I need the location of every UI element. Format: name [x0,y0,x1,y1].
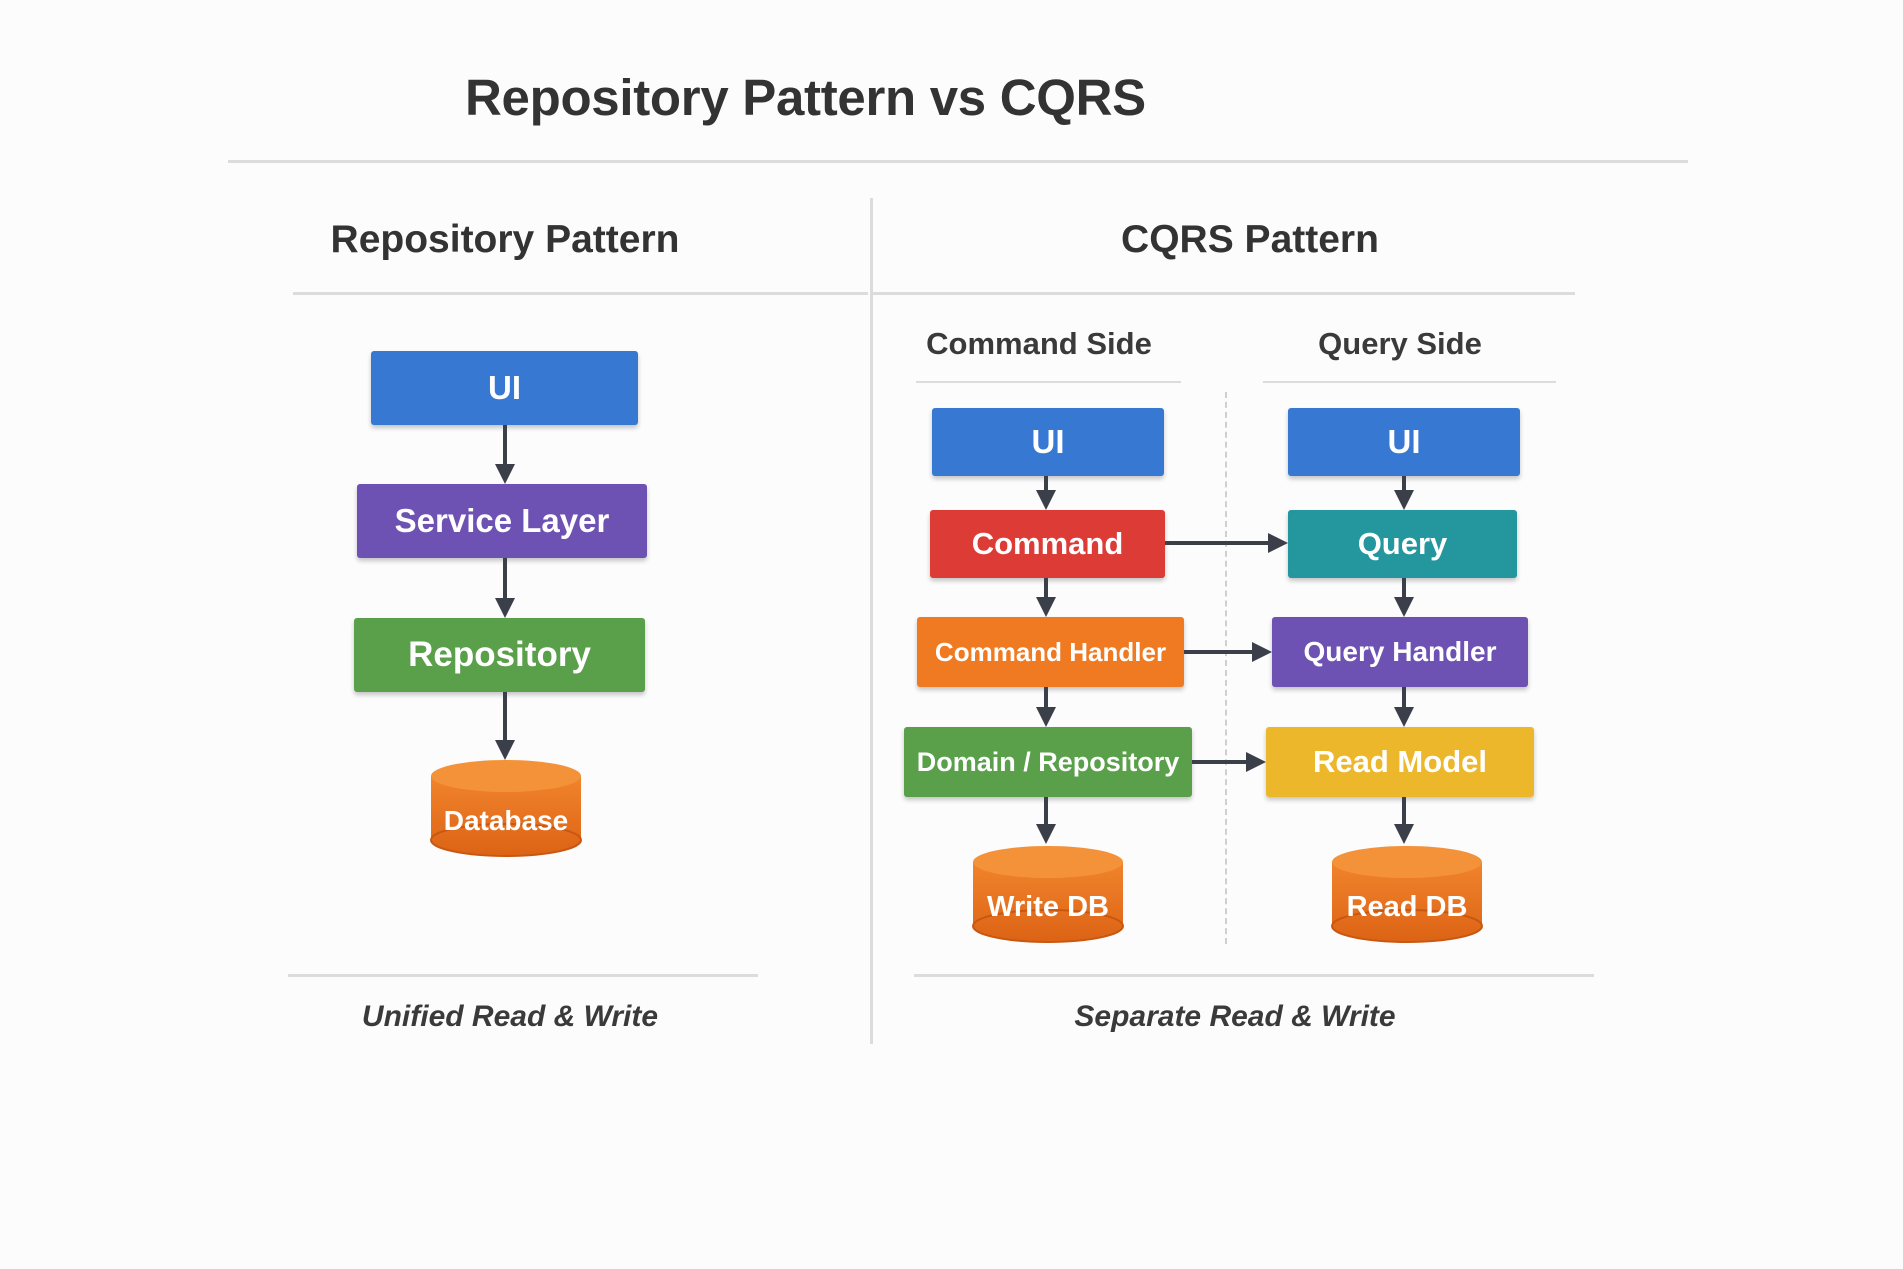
database-label: Database [443,805,569,836]
command-ui-box: UI [932,408,1164,476]
query-ui-box: UI [1288,408,1520,476]
cqrs-footer-divider [914,974,1594,977]
repository-box: Repository [354,618,645,692]
read-db-label: Read DB [1346,890,1468,923]
column-divider [870,198,873,1044]
cqrs-heading-divider [870,292,1575,295]
query-box: Query [1288,510,1517,578]
service-layer-box: Service Layer [357,484,647,558]
read-model-box: Read Model [1266,727,1534,797]
cqrs-caption: Separate Read & Write [1074,1000,1396,1033]
write-db-label: Write DB [987,890,1109,923]
write-db-icon [972,846,1124,943]
query-handler-box: Query Handler [1272,617,1528,687]
command-side-heading: Command Side [926,326,1152,361]
page-title: Repository Pattern vs CQRS [465,69,1146,126]
command-box: Command [930,510,1165,578]
title-divider [228,160,1688,163]
repository-heading-divider [293,292,868,295]
side-separator [1225,392,1227,944]
repository-heading: Repository Pattern [330,218,680,261]
repo-ui-box: UI [371,351,638,425]
database-icon [430,760,582,857]
command-side-divider [916,381,1181,383]
read-db-icon [1331,846,1483,943]
repository-caption: Unified Read & Write [361,1000,659,1033]
query-side-heading: Query Side [1318,326,1482,361]
repository-footer-divider [288,974,758,977]
domain-repository-box: Domain / Repository [904,727,1192,797]
query-side-divider [1263,381,1556,383]
cqrs-heading: CQRS Pattern [1121,218,1379,261]
command-handler-box: Command Handler [917,617,1184,687]
